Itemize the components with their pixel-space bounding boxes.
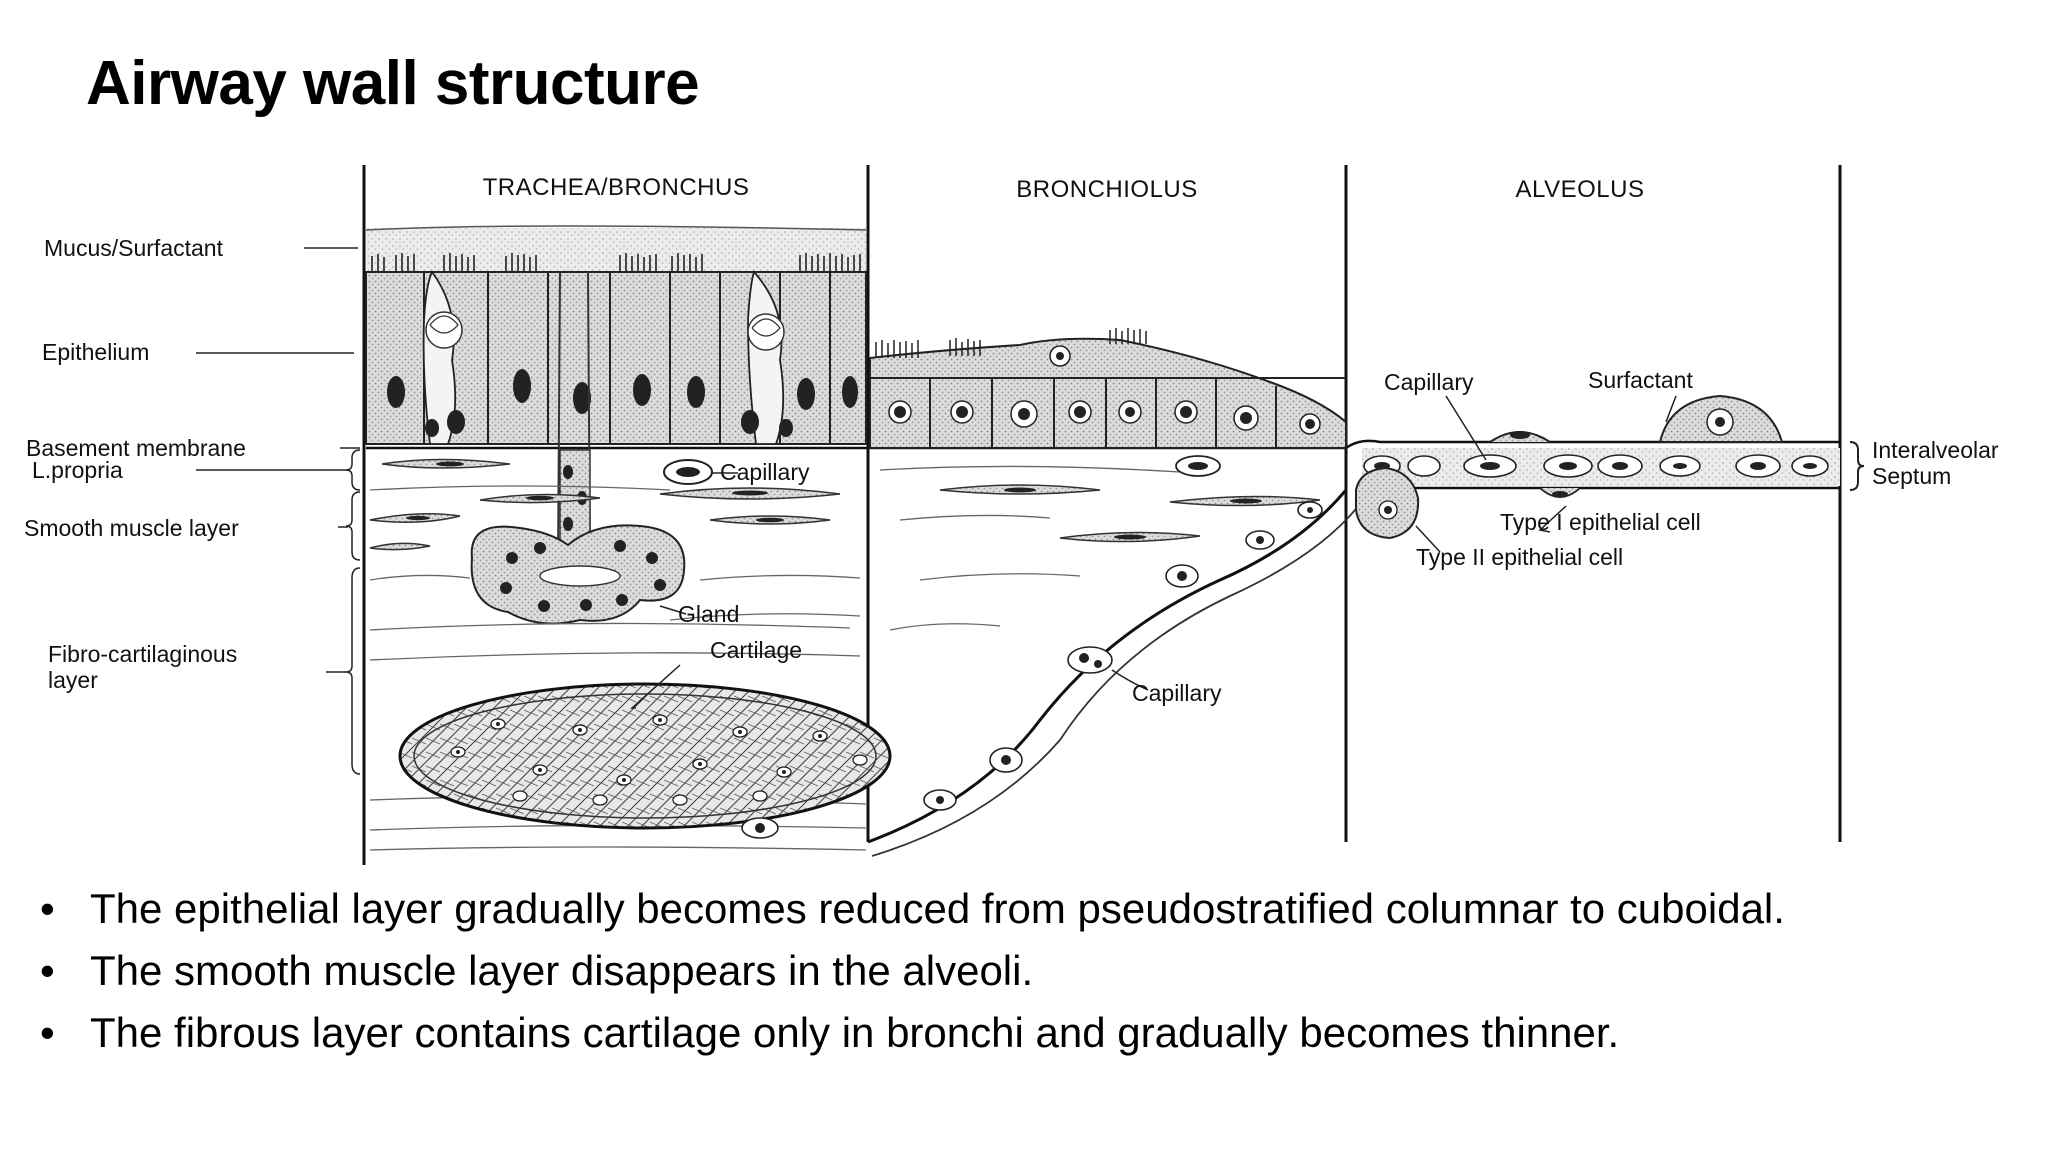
col-header-alveolus: ALVEOLUS <box>1516 176 1645 203</box>
label-epithelium: Epithelium <box>42 339 149 365</box>
left-labels: Mucus/Surfactant Epithelium Basement mem… <box>24 235 361 775</box>
callout-septum-line1: Interalveolar <box>1872 437 1999 463</box>
col-header-trachea: TRACHEA/BRONCHUS <box>483 174 750 201</box>
callout-type2-cell: Type II epithelial cell <box>1416 544 1623 570</box>
bullet-list: • The epithelial layer gradually becomes … <box>40 878 2000 1064</box>
callout-capillary-trachea: Capillary <box>720 459 810 485</box>
bullet-item: • The fibrous layer contains cartilage on… <box>40 1002 2000 1064</box>
airway-wall-diagram: TRACHEA/BRONCHUS BRONCHIOLUS ALVEOLUS <box>20 160 2036 872</box>
bullet-dot-icon: • <box>40 947 55 994</box>
label-smooth-muscle: Smooth muscle layer <box>24 515 239 541</box>
label-mucus: Mucus/Surfactant <box>44 235 224 261</box>
callout-type1-cell: Type I epithelial cell <box>1500 509 1701 535</box>
bullet-text: The smooth muscle layer disappears in th… <box>90 947 1034 994</box>
callout-labels: Capillary Gland Cartilage Capillary Capi… <box>678 367 1999 706</box>
label-fibro-layer: layer <box>48 667 98 693</box>
bullet-item: • The epithelial layer gradually becomes … <box>40 878 2000 940</box>
callout-capillary-alveolus: Capillary <box>1384 369 1474 395</box>
callout-surfactant: Surfactant <box>1588 367 1693 393</box>
callout-cartilage: Cartilage <box>710 637 802 663</box>
callout-capillary-bronchiolus: Capillary <box>1132 680 1222 706</box>
bullet-dot-icon: • <box>40 885 55 932</box>
slide-title: Airway wall structure <box>86 49 700 118</box>
label-basement-membrane: Basement membrane <box>26 435 246 461</box>
label-lamina-propria: L.propria <box>32 457 123 483</box>
bullet-dot-icon: • <box>40 1009 55 1056</box>
bullet-text: The fibrous layer contains cartilage onl… <box>90 1009 1620 1056</box>
alveolus-section <box>1345 394 1865 553</box>
bullet-item: • The smooth muscle layer disappears in t… <box>40 940 2000 1002</box>
callout-gland: Gland <box>678 601 739 627</box>
bronchiolus-section <box>741 328 1361 857</box>
bullet-text: The epithelial layer gradually becomes r… <box>90 885 1785 932</box>
label-fibro-cartilaginous: Fibro-cartilaginous <box>48 641 237 667</box>
trachea-section <box>365 225 1346 851</box>
col-header-bronchiolus: BRONCHIOLUS <box>1016 176 1198 203</box>
callout-septum-line2: Septum <box>1872 463 1951 489</box>
